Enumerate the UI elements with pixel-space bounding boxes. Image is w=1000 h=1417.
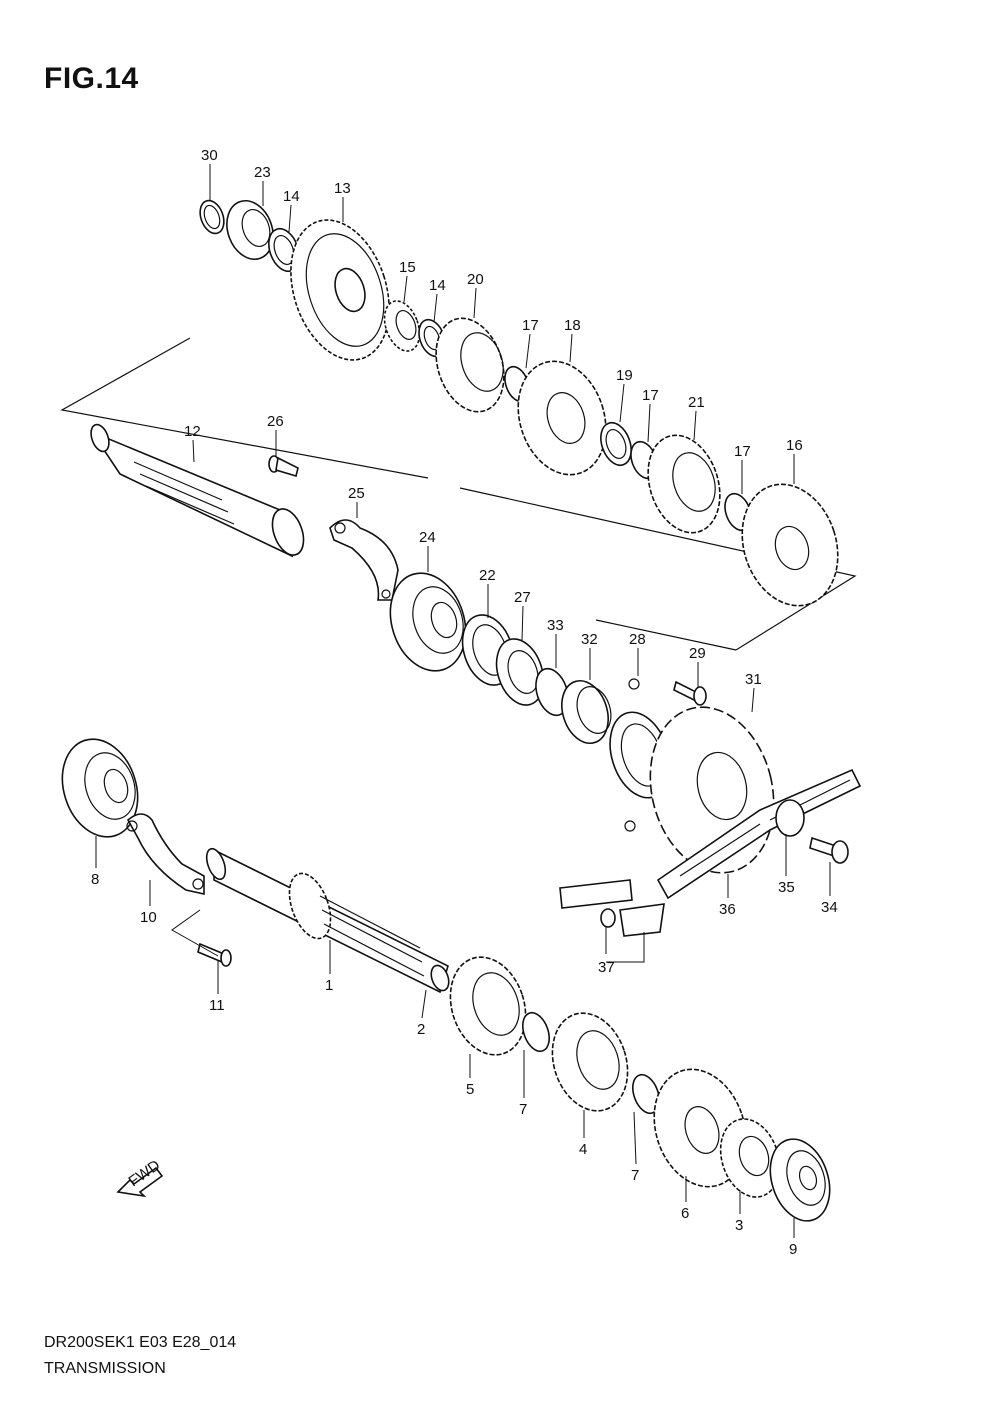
callout-32: 32 xyxy=(581,631,598,648)
callout-9: 9 xyxy=(789,1241,797,1258)
callout-28: 28 xyxy=(629,631,646,648)
callout-4: 4 xyxy=(579,1141,587,1158)
part-1-driveshaft xyxy=(205,847,449,994)
callout-labels: 30 23 14 13 15 14 20 17 18 19 17 21 17 1… xyxy=(91,147,838,1258)
callout-25: 25 xyxy=(348,485,365,502)
callout-36: 36 xyxy=(719,901,736,918)
callout-3: 3 xyxy=(735,1217,743,1234)
figure-title: FIG.14 xyxy=(44,62,139,95)
callout-18: 18 xyxy=(564,317,581,334)
callout-10: 10 xyxy=(140,909,157,926)
callout-14-lower: 14 xyxy=(429,277,446,294)
callout-20: 20 xyxy=(467,271,484,288)
countershaft-group-outline xyxy=(60,337,857,651)
part-7-circlip-b xyxy=(632,1073,660,1115)
part-13-gear xyxy=(290,219,390,361)
part-35-washer xyxy=(775,799,805,837)
part-25-retainer xyxy=(329,519,399,601)
drawing-name: TRANSMISSION xyxy=(44,1360,166,1377)
callout-33: 33 xyxy=(547,617,564,634)
callout-7-a: 7 xyxy=(519,1101,527,1118)
part-10-retainer xyxy=(126,813,205,895)
part-20-gear xyxy=(435,317,505,413)
callout-2: 2 xyxy=(417,1021,425,1038)
callout-15: 15 xyxy=(399,259,416,276)
part-8-bearing xyxy=(61,738,139,838)
callout-29: 29 xyxy=(689,645,706,662)
part-29-bolt xyxy=(673,680,707,706)
part-23-bearing xyxy=(226,200,274,260)
callout-35: 35 xyxy=(778,879,795,896)
callout-24: 24 xyxy=(419,529,436,546)
callout-17-a: 17 xyxy=(522,317,539,334)
part-16-gear xyxy=(741,483,839,607)
part-37-master-link xyxy=(559,879,665,937)
callout-22: 22 xyxy=(479,567,496,584)
callout-12: 12 xyxy=(184,423,201,440)
part-32-spacer xyxy=(561,680,612,744)
callout-19: 19 xyxy=(616,367,633,384)
drawing-code: DR200SEK1 E03 E28_014 xyxy=(44,1334,237,1351)
callout-8: 8 xyxy=(91,871,99,888)
callout-5: 5 xyxy=(466,1081,474,1098)
part-9-bearing xyxy=(769,1138,831,1222)
part-24-bearing xyxy=(389,572,467,672)
part-26-screw xyxy=(268,455,299,478)
part-27-seal xyxy=(495,638,545,706)
part-18-gear xyxy=(517,360,607,476)
callout-16: 16 xyxy=(786,437,803,454)
part-12-countershaft xyxy=(89,423,305,558)
callout-11: 11 xyxy=(209,997,225,1014)
callout-21: 21 xyxy=(688,394,705,411)
part-7-circlip-a xyxy=(522,1011,550,1053)
callout-30: 30 xyxy=(201,147,218,164)
callout-6: 6 xyxy=(681,1205,689,1222)
callout-27: 27 xyxy=(514,589,531,606)
part-15-needle-bearing xyxy=(383,300,421,352)
callout-37: 37 xyxy=(598,959,615,976)
part-5-gear xyxy=(449,956,527,1056)
callout-34: 34 xyxy=(821,899,838,916)
leader-lines xyxy=(95,164,831,1238)
callout-23: 23 xyxy=(254,164,271,181)
part-2-bushing xyxy=(430,964,450,992)
callout-26: 26 xyxy=(267,413,284,430)
callout-17-b: 17 xyxy=(642,387,659,404)
fwd-arrow-icon: FWD xyxy=(116,1157,163,1198)
part-30-circlip xyxy=(199,199,225,235)
part-34-bolt xyxy=(809,836,849,864)
callout-17-c: 17 xyxy=(734,443,751,460)
callout-31: 31 xyxy=(745,671,762,688)
callout-1: 1 xyxy=(325,977,333,994)
part-21-gear xyxy=(647,434,721,534)
callout-13: 13 xyxy=(334,180,351,197)
callout-14-upper: 14 xyxy=(283,188,300,205)
part-19-washer xyxy=(600,421,632,467)
part-4-gear xyxy=(551,1012,629,1112)
callout-7-b: 7 xyxy=(631,1167,639,1184)
